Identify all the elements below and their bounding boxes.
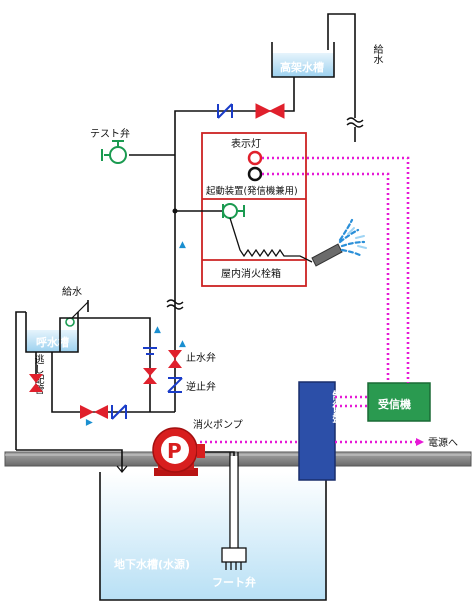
stop-valve-label: 止水弁 (186, 351, 216, 364)
starter-device-label: 起動装置(発信機兼用) (206, 185, 298, 197)
svg-text:▲: ▲ (179, 339, 186, 349)
elevated-supply-pipe: 給水 (327, 13, 383, 142)
fire-pump: P 消火ポンプ (152, 418, 243, 476)
elevated-tank: 高架水槽 (271, 42, 335, 78)
suction-pipe (200, 451, 239, 548)
svg-text:▲: ▲ (179, 240, 186, 250)
foot-valve: フート弁 (212, 547, 256, 589)
underground-tank-label: 地下水槽(水源) (114, 557, 190, 571)
priming-supply: 給水 (62, 285, 89, 327)
start-button (247, 166, 263, 182)
to-power-label: 電源へ (428, 436, 458, 449)
indicator-lamp-label: 表示灯 (231, 137, 261, 150)
test-valve: テスト弁 (90, 127, 175, 164)
nozzle (311, 218, 367, 267)
indicator-lamp (247, 150, 263, 166)
supply-top-label: 給水 (362, 43, 383, 64)
hydrant-box-label: 屋内消火栓箱 (221, 267, 281, 280)
supply-priming-label: 給水 (62, 285, 82, 298)
signal-lines: 電源へ (200, 156, 458, 449)
svg-text:▲: ▲ (154, 325, 161, 335)
priming-tank-label: 呼水槽 (36, 335, 69, 349)
hose (229, 217, 313, 263)
priming-line-valves: ▲ (80, 404, 127, 426)
fire-pump-label: 消火ポンプ (193, 418, 243, 431)
bypass-valves: ▲ (143, 325, 161, 384)
top-check-valve (217, 103, 233, 119)
priming-to-pump-pipe (51, 317, 175, 413)
riser-stop-valve: 止水弁 (168, 350, 216, 368)
svg-text:▲: ▲ (84, 419, 94, 426)
underground-tank: 地下水槽(水源) (99, 472, 327, 601)
relief-valve (29, 374, 43, 392)
receiver: 受信機 (367, 382, 431, 422)
hydrant-box: 表示灯 起動装置(発信機兼用) 屋内消火栓箱 (201, 132, 307, 287)
foot-valve-label: フート弁 (212, 575, 256, 589)
riser-top-pipe (174, 77, 295, 300)
riser-check-valve: 逆止弁 (167, 377, 216, 393)
pump-letter: P (167, 439, 182, 463)
test-valve-label: テスト弁 (90, 127, 130, 140)
receiver-label: 受信機 (378, 397, 411, 411)
check-valve-label: 逆止弁 (186, 380, 216, 393)
elevated-tank-label: 高架水槽 (280, 60, 324, 74)
hydrant-valve (175, 203, 245, 219)
top-stop-valve (255, 103, 285, 119)
main-riser: ▲ ▲ (166, 208, 186, 412)
